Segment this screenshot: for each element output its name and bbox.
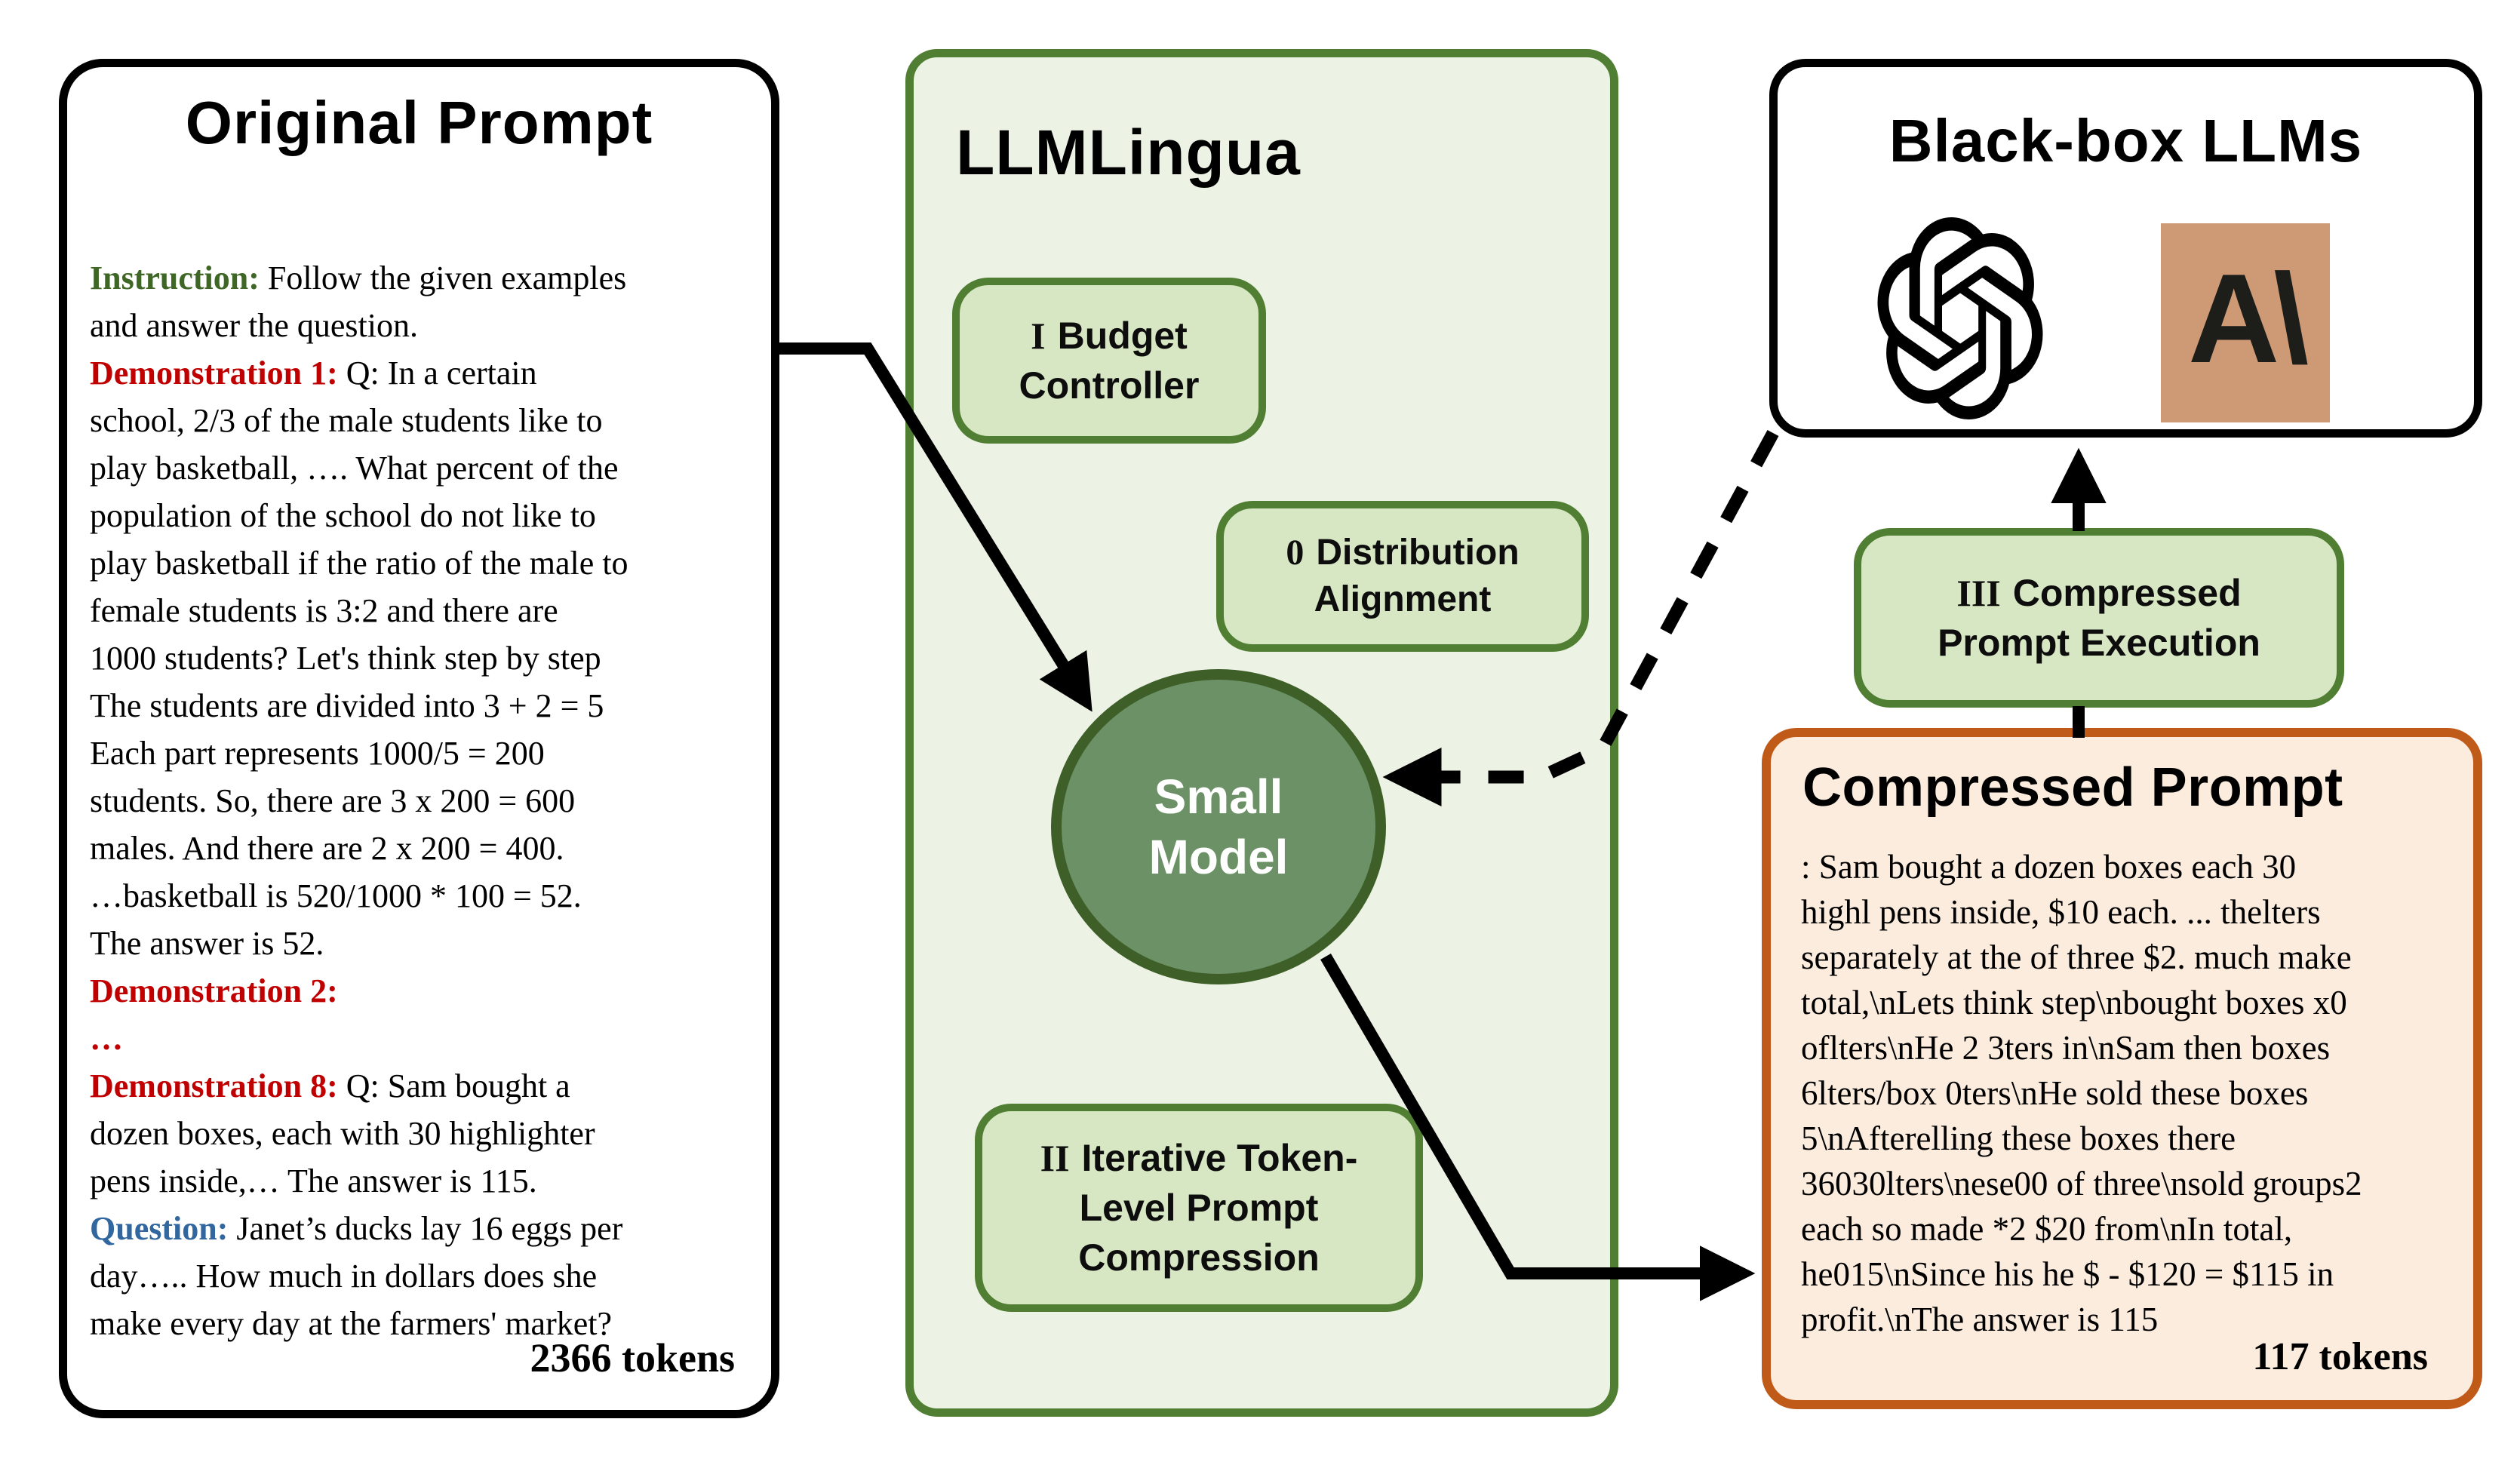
step-numeral: II <box>1040 1137 1070 1179</box>
compressed-line: each so made *2 $20 from\nIn total, <box>1801 1210 2293 1248</box>
compressed-line: : Sam bought a dozen boxes each 30 <box>1801 848 2297 886</box>
compressed-prompt-title: Compressed Prompt <box>1802 757 2343 818</box>
prompt-line: Question: Janet’s ducks lay 16 eggs per <box>90 1210 623 1247</box>
anthropic-logo-icon: A\ <box>2161 223 2330 422</box>
blackbox-llms-title: Black-box LLMs <box>1888 107 2363 174</box>
prompt-line: population of the school do not like to <box>90 497 596 534</box>
prompt-line: make every day at the farmers' market? <box>90 1305 613 1342</box>
compressed-prompt-panel: Compressed Prompt : Sam bought a dozen b… <box>1762 728 2482 1409</box>
prompt-line: Instruction: Follow the given examples <box>90 260 627 296</box>
prompt-line: students. So, there are 3 x 200 = 600 <box>90 782 576 819</box>
compressed-line: separately at the of three $2. much make <box>1801 938 2352 976</box>
compressed-line: he015\nSince his he $ - $120 = $115 in <box>1801 1255 2334 1293</box>
prompt-line: dozen boxes, each with 30 highlighter <box>90 1115 595 1152</box>
original-prompt-panel: Original Prompt Instruction: Follow the … <box>59 59 779 1418</box>
prompt-line: pens inside,… The answer is 115. <box>90 1163 537 1199</box>
small-model-label: Model <box>1148 830 1289 884</box>
prompt-line: play basketball, …. What percent of the <box>90 450 619 487</box>
prompt-line: day….. How much in dollars does she <box>90 1258 598 1295</box>
step-numeral: 0 <box>1286 533 1305 573</box>
compressed-prompt-lines: : Sam bought a dozen boxes each 30 highl … <box>1801 844 2465 1342</box>
prompt-line: Each part represents 1000/5 = 200 <box>90 735 545 772</box>
prompt-line: The students are divided into 3 + 2 = 5 <box>90 687 604 724</box>
compressed-line: oflters\nHe 2 3ters in\nSam then boxes <box>1801 1029 2331 1067</box>
step-numeral: III <box>1956 572 2001 614</box>
original-prompt-lines: Instruction: Follow the given examples an… <box>90 254 761 1347</box>
prompt-line: The answer is 52. <box>90 925 324 962</box>
original-prompt-token-count: 2366 tokens <box>530 1335 735 1381</box>
small-model-label: Small <box>1154 769 1283 824</box>
compressed-line: highl pens inside, $10 each. ... thelter… <box>1801 893 2321 931</box>
step-numeral: I <box>1031 315 1046 357</box>
prompt-line: school, 2/3 of the male students like to <box>90 402 603 439</box>
compressed-line: 36030lters\nese00 of three\nsold groups2 <box>1801 1165 2362 1202</box>
llmlingua-title: LLMLingua <box>956 117 1301 188</box>
prompt-line: Demonstration 8: Q: Sam bought a <box>90 1067 570 1104</box>
openai-logo-icon <box>1876 217 2044 420</box>
blackbox-llms-panel: Black-box LLMs <box>1769 59 2482 438</box>
compressed-line: total,\nLets think step\nbought boxes x0 <box>1801 984 2347 1021</box>
compressed-line: 5\nAfterelling these boxes there <box>1801 1120 2236 1157</box>
prompt-line: …basketball is 520/1000 * 100 = 52. <box>90 877 582 914</box>
prompt-line: play basketball if the ratio of the male… <box>90 545 628 582</box>
prompt-line: … <box>90 1020 123 1057</box>
compressed-prompt-token-count: 117 tokens <box>2252 1335 2428 1378</box>
prompt-line: males. And there are 2 x 200 = 400. <box>90 830 564 867</box>
compressed-line: 6lters/box 0ters\nHe sold these boxes <box>1801 1074 2309 1112</box>
prompt-line: Demonstration 1: Q: In a certain <box>90 355 537 392</box>
prompt-line: Demonstration 2: <box>90 972 338 1009</box>
compressed-line: profit.\nThe answer is 115 <box>1801 1301 2159 1338</box>
prompt-line: 1000 students? Let's think step by step <box>90 640 601 677</box>
prompt-line: and answer the question. <box>90 307 418 344</box>
prompt-line: female students is 3:2 and there are <box>90 592 558 629</box>
original-prompt-title: Original Prompt <box>185 89 653 156</box>
